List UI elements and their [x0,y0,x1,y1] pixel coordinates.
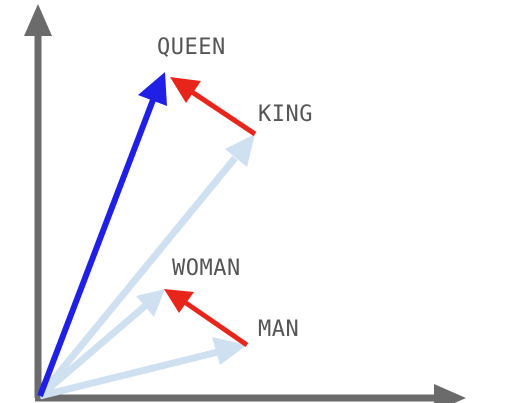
vector-man-arrowhead [212,337,247,365]
axes [24,4,466,403]
vector-king [37,155,238,399]
vector-king-to-queen [190,89,257,137]
vector-king-to-queen-arrowhead [170,77,201,103]
vector-man [39,348,219,400]
x-axis-arrowhead [434,384,466,403]
vector-woman [37,303,148,399]
label-man: MAN [258,317,299,342]
difference-vectors [164,77,257,348]
vector-king-arrowhead [225,134,255,167]
vector-woman-arrowhead [136,289,165,317]
label-queen: QUEEN [157,35,226,60]
vector-queen [37,98,156,398]
y-axis-arrowhead [24,4,52,36]
base-vectors [37,134,255,400]
label-king: KING [258,102,313,127]
vector-queen-arrowhead [138,72,167,106]
vector-man-to-woman [184,300,249,348]
vector-man-to-woman-arrowhead [164,289,194,313]
label-woman: WOMAN [172,256,241,281]
word-labels: QUEEN KING WOMAN MAN [157,35,313,342]
result-vectors [37,72,167,398]
